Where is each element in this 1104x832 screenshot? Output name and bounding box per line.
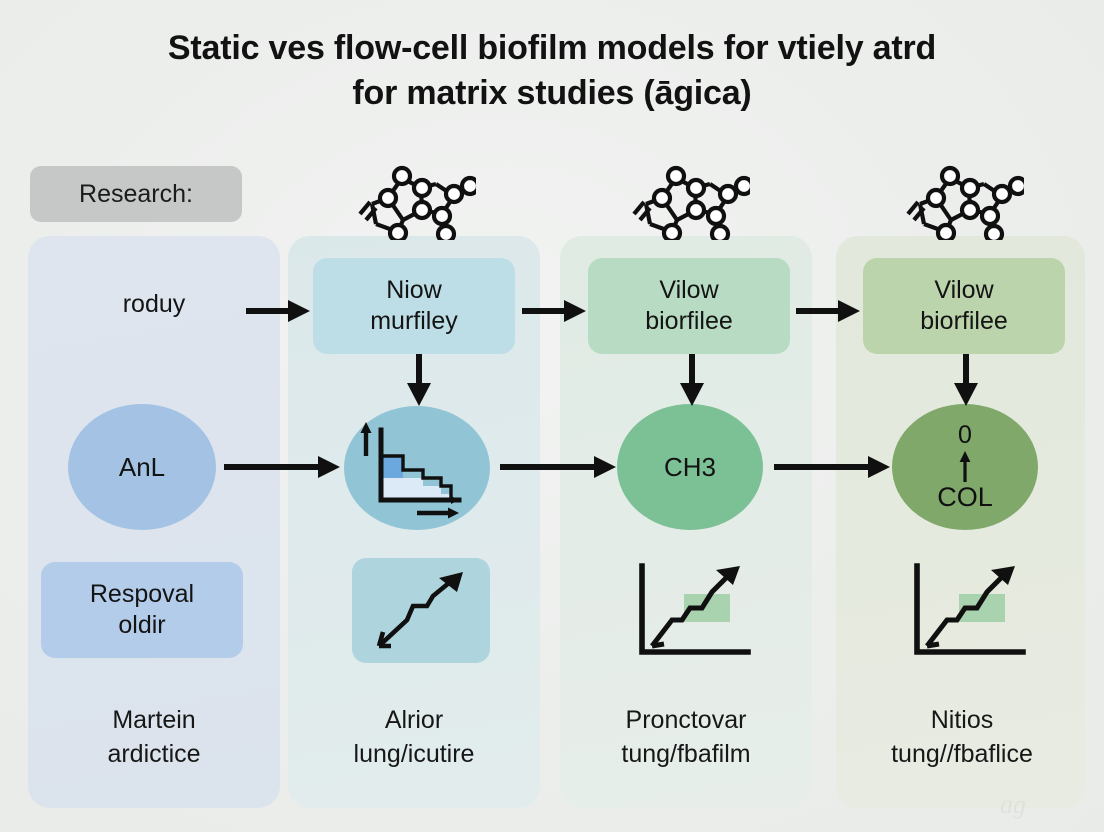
stage-label-line-2: murfiley [370,307,458,335]
arrow-down-icon [407,354,431,406]
page-title: Static ves flow-cell biofilm models for … [52,26,1052,116]
node-circle-declining-chart [344,406,490,530]
stage-label-vilow-biorfilee-b: Vilow biorfilee [863,258,1065,354]
stage-label-line-1: Niow [386,275,442,304]
watermark: ag [1000,790,1026,819]
panel-caption-line-2: tung/fbafilm [621,740,751,768]
research-label-text: Research: [79,179,193,208]
panel-caption-pronctovar-tung-fbafilm: Pronctovar tung/fbafilm [560,703,812,771]
arrow-right-icon [774,456,890,478]
panel-caption-line-2: lung/icutire [353,740,475,768]
node-circle-col: 0 COL [892,404,1038,530]
trend-up-arrow-icon [376,571,463,648]
arrow-up-icon [959,451,971,482]
stage-label-niow-murfiley: Niow murfiley [313,258,515,354]
panel-caption-line-1: Martein [112,706,196,734]
node-circle-label: AnL [118,451,166,482]
growth-chart-icon [639,563,751,655]
panel-caption-line-1: Alrior [384,706,444,734]
panel-caption-alrior-lung-icutire: Alrior lung/icutire [288,703,540,771]
growth-chart-icon [914,563,1026,655]
node-circle-anl: AnL [68,404,216,530]
molecule-icon [358,165,476,240]
arrow-right-icon [224,456,340,478]
research-label-badge: Research: [30,166,242,222]
stage-note-respoval-oldir: Respoval oldir [41,562,243,658]
stage-label-line-1: Vilow [659,275,719,304]
stage-label-vilow-biorfilee-a: Vilow biorfilee [588,258,790,354]
arrow-down-icon [680,354,704,406]
node-circle-label: CH3 [663,451,716,482]
panel-caption-nitios-tung-fbaflice: Nitios tung//fbaflice [836,703,1088,771]
stage-note-line-2: oldir [118,611,166,639]
arrow-right-icon [522,300,586,322]
arrow-right-icon [796,300,860,322]
node-circle-ch3: CH3 [617,404,763,530]
node-circle-top-text: 0 [958,421,972,449]
stage-label-roduy: roduy [122,290,186,318]
stage-label-line-2: biorfilee [920,307,1008,335]
panel-caption-line-1: Nitios [930,706,994,734]
node-circle-bottom-text: COL [937,482,993,512]
arrow-right-icon [246,300,310,322]
panel-caption-line-1: Pronctovar [625,706,747,734]
stage-icon-zigzag-trend [352,558,490,663]
node-circle-stack: 0 COL [937,423,993,511]
declining-step-chart-icon [360,422,462,519]
molecule-icon [906,165,1024,240]
page-title-line-2: for matrix studies (āgica) [352,74,752,113]
stage-label-line-1: Vilow [934,275,994,304]
panel-caption-martein-ardictice: Martein ardictice [28,703,280,771]
stage-note-line-1: Respoval [89,579,195,608]
panel-caption-line-2: tung//fbaflice [891,740,1033,768]
page-title-line-1: Static ves flow-cell biofilm models for … [167,29,937,67]
arrow-right-icon [500,456,616,478]
panel-caption-line-2: ardictice [107,740,201,768]
arrow-down-icon [954,354,978,406]
molecule-icon [632,165,750,240]
stage-label-line-2: biorfilee [645,307,733,335]
